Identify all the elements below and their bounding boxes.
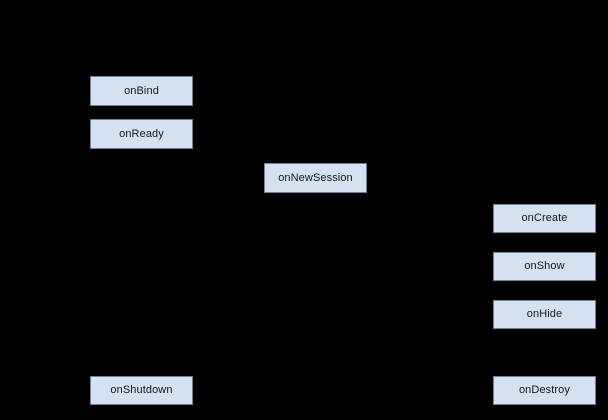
node-onshow[interactable]: onShow [493,252,596,281]
node-oncreate[interactable]: onCreate [493,204,596,233]
node-onhide[interactable]: onHide [493,300,596,329]
node-onready[interactable]: onReady [90,119,193,149]
node-onshow-label: onShow [524,260,565,272]
node-ondestroy-label: onDestroy [518,384,571,396]
node-onshutdown[interactable]: onShutdown [90,376,193,405]
node-onnewsession[interactable]: onNewSession [264,163,367,193]
node-onnewsession-label: onNewSession [278,171,353,184]
node-onhide-label: onHide [526,308,563,320]
node-onready-label: onReady [119,127,164,140]
node-oncreate-label: onCreate [521,212,568,224]
node-onbind[interactable]: onBind [90,76,193,106]
node-onshutdown-label: onShutdown [110,384,173,396]
node-onbind-label: onBind [124,84,159,97]
node-ondestroy[interactable]: onDestroy [493,376,596,405]
